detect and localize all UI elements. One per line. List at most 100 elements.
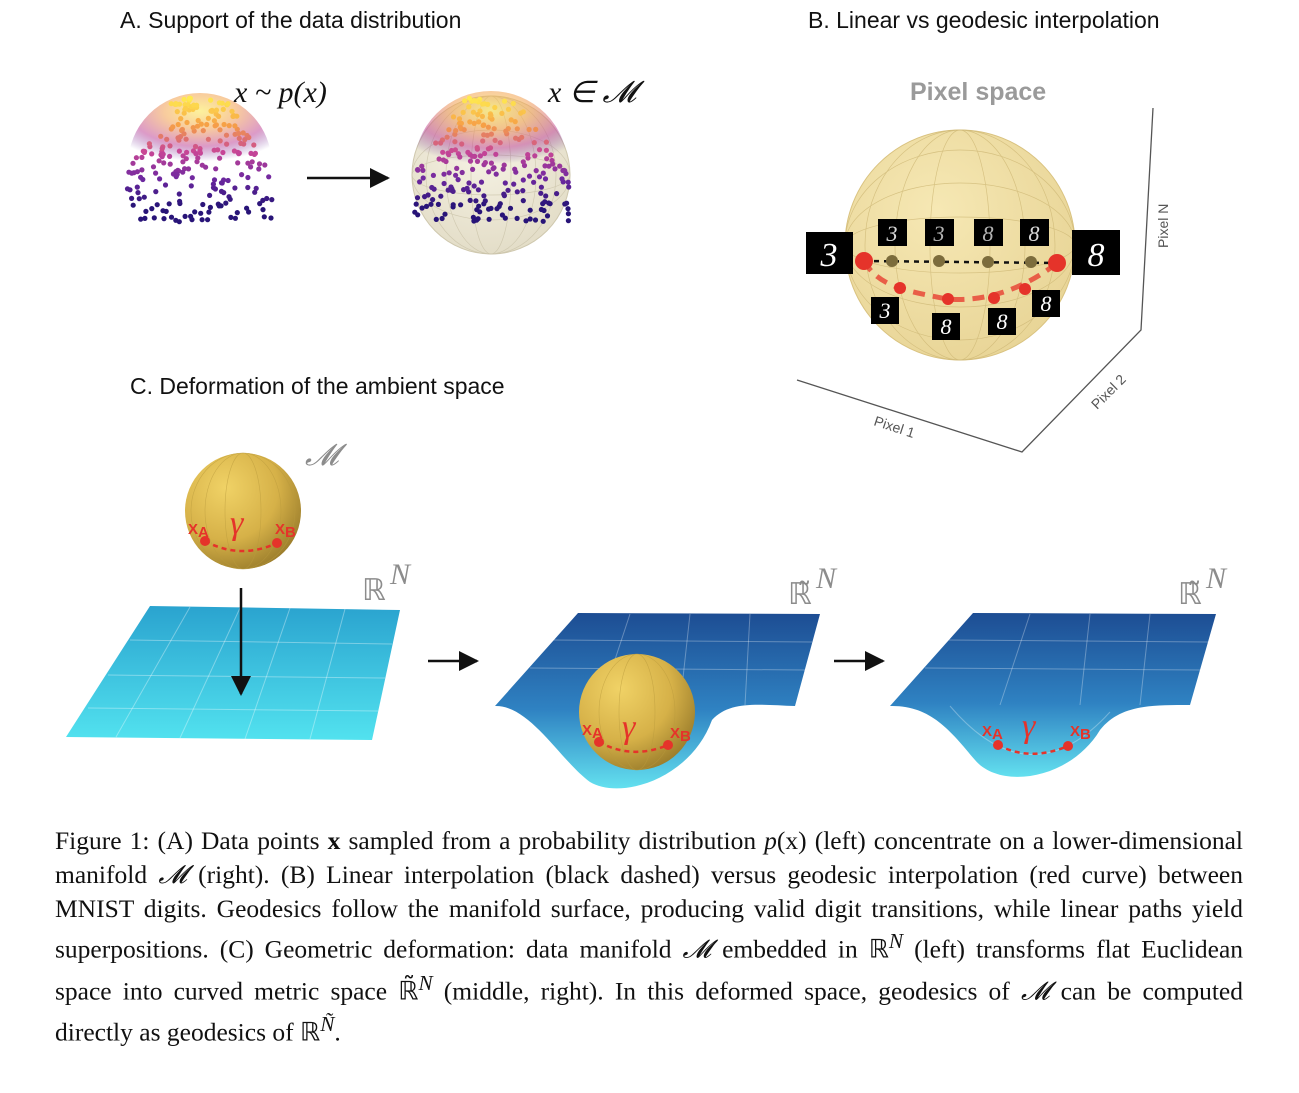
scatter-point [226,123,232,129]
scatter-point [526,126,532,133]
scatter-point [527,207,533,213]
scatter-point [488,112,494,119]
scatter-point [466,95,472,101]
scatter-point [138,216,144,222]
scatter-point [477,209,483,215]
scatter-point [157,176,163,182]
scatter-point [218,203,224,209]
scatter-point [433,140,439,146]
scatter-point [136,196,142,202]
svg-text:A: A [992,726,1003,743]
label-xb-1: X B [275,521,296,541]
scatter-point [412,209,418,215]
panel-c-title: C. Deformation of the ambient space [130,373,505,399]
scatter-point [217,138,223,144]
scatter-point [482,198,488,204]
svg-text:ℝ: ℝ [362,574,386,607]
scatter-point [486,169,492,175]
scatter-point [441,180,447,187]
scatter-point [200,201,206,208]
scatter-point [154,202,160,208]
linear-digit-4: 8 [1029,221,1040,246]
scatter-point [151,215,157,221]
scatter-point [527,216,533,222]
scatter-point [232,185,238,191]
scatter-point [158,133,164,139]
scatter-point [208,108,214,114]
geodesic-digit-1: 3 [879,298,891,323]
scatter-point [150,164,157,170]
scatter-point [184,119,190,126]
scatter-point [182,213,188,219]
scatter-point [499,110,505,116]
scatter-point [190,125,196,131]
scatter-point [536,147,543,153]
scatter-point [248,164,254,170]
scatter-point [269,197,275,203]
scatter-point [464,185,470,191]
scatter-point [232,123,238,129]
scatter-point [238,140,244,146]
scatter-point [462,98,468,104]
scatter-point [218,180,225,186]
gamma-label-3: γ [1022,708,1037,745]
scatter-point [497,140,503,146]
scatter-point [133,155,139,161]
scatter-point [502,180,508,186]
scatter-point [478,179,485,185]
gamma-label-1: γ [230,505,245,542]
math-distribution: x ~ p(x) [233,76,327,109]
scatter-point [153,170,159,176]
scatter-point [505,106,512,112]
axis-pixel-2: Pixel 2 [1088,371,1129,412]
scatter-point [266,174,272,180]
scatter-point [543,147,550,153]
scatter-point [492,104,498,111]
manifold-symbol-c: 𝓜 [305,439,348,472]
scatter-point [239,172,245,178]
scatter-point [458,120,464,126]
scatter-point [215,147,221,153]
geodesic-interpolation-path [861,259,1059,302]
label-xb-3: X B [1070,723,1091,743]
scatter-point [139,167,145,173]
math-manifold-membership: x ∈ 𝓜 [547,76,645,109]
scatter-point [153,189,159,195]
scatter-point [420,167,426,173]
scatter-point [526,173,533,179]
scatter-point [236,151,242,157]
scatter-point [501,191,507,197]
scatter-point [205,217,211,223]
scatter-point [485,146,491,152]
scatter-point [494,206,500,212]
scatter-point [217,127,223,133]
svg-text:ℝ̃: ℝ̃ [1178,578,1202,611]
scatter-point [457,124,463,130]
scatter-point [475,187,481,193]
scatter-point [218,188,225,194]
scatter-point [129,195,135,201]
pixel-space-label: Pixel space [910,78,1046,106]
scatter-point [268,215,274,221]
scatter-point [461,127,467,133]
scatter-point [455,177,461,183]
scatter-point [139,154,145,160]
scatter-point [419,163,425,169]
scatter-point [228,214,234,220]
warped-surface-middle [495,613,820,789]
scatter-point [471,183,477,189]
scatter-point [450,202,456,208]
scatter-point [481,122,487,128]
pixel-axes [796,107,1154,453]
scatter-point [508,117,514,123]
scatter-point [217,155,223,161]
scatter-point [174,171,180,177]
label-xa-1: X A [188,521,209,541]
linear-digit-tiles: 3 3 8 8 [878,219,1049,246]
scatter-point [127,187,133,193]
scatter-point [186,95,193,101]
scatter-point [446,152,452,158]
svg-text:X: X [188,521,198,538]
scatter-point [428,201,434,207]
scatter-point [134,169,140,175]
